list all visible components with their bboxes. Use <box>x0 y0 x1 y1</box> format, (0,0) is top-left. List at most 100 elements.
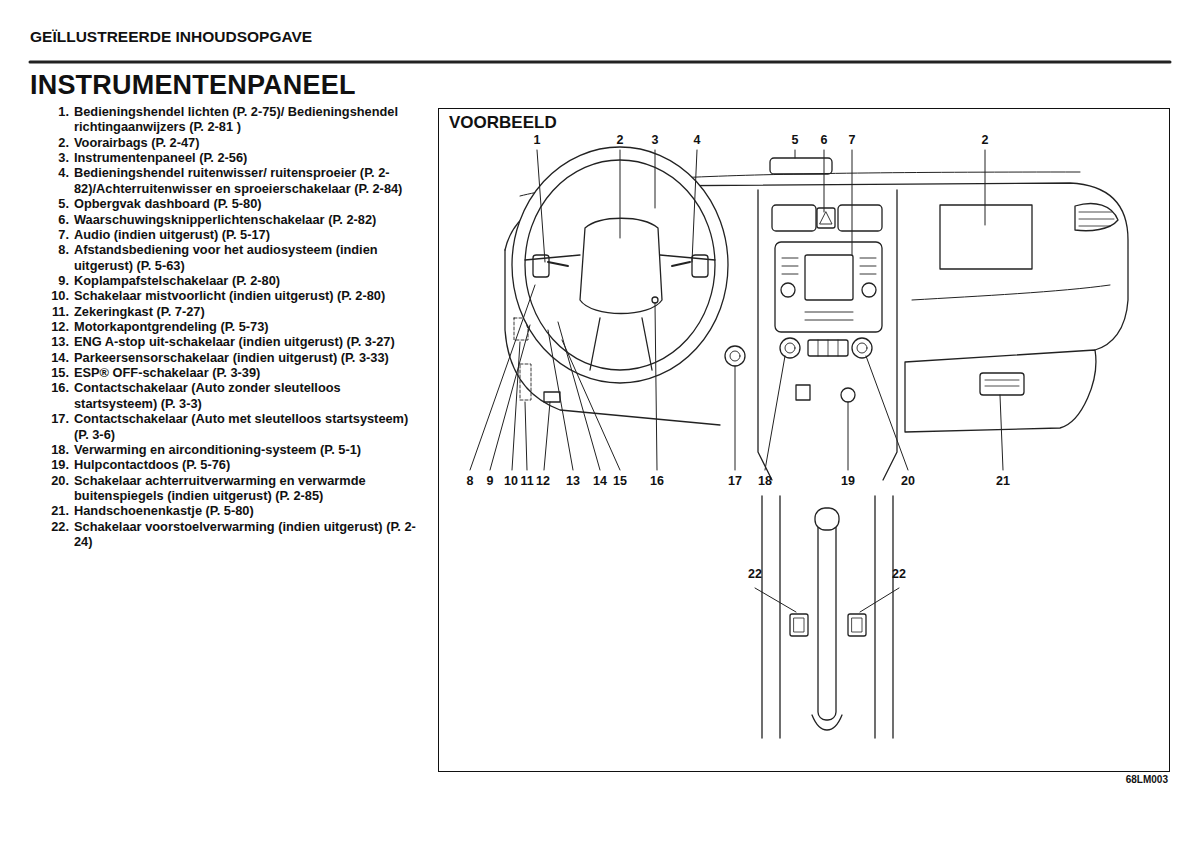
illustration-frame: VOORBEELD <box>438 108 1170 772</box>
callout-number: 4 <box>694 133 701 147</box>
item-text: Audio (indien uitgerust) (P. 5-17) <box>74 227 425 242</box>
airbag-hub <box>580 218 662 313</box>
climate-knob <box>857 343 867 353</box>
audio-unit <box>775 242 882 332</box>
climate-knob <box>780 338 800 358</box>
passenger-airbag <box>940 205 1032 269</box>
ignition-switch <box>730 351 740 361</box>
item-number: 17. <box>30 411 74 426</box>
item-number: 4. <box>30 165 74 180</box>
steering-spoke <box>525 255 715 370</box>
item-text: Schakelaar voorstoelverwarming (indien u… <box>74 519 425 550</box>
list-item: 14.Parkeersensorschakelaar (indien uitge… <box>30 350 425 365</box>
item-number: 2. <box>30 135 74 150</box>
legend-list: 1.Bedieningshendel lichten (P. 2-75)/ Be… <box>30 104 425 549</box>
key-switch <box>652 297 658 303</box>
page-title: INSTRUMENTENPANEEL <box>30 70 356 101</box>
item-number: 16. <box>30 380 74 395</box>
item-text: Motorkapontgrendeling (P. 5-73) <box>74 319 425 334</box>
center-console <box>758 190 897 480</box>
accessory-socket <box>841 388 855 402</box>
callout-number: 22 <box>892 567 906 581</box>
item-text: ENG A-stop uit-schakelaar (indien uitger… <box>74 334 425 349</box>
callout-number: 18 <box>758 474 772 488</box>
callout-number: 8 <box>467 474 474 488</box>
list-item: 3.Instrumentenpaneel (P. 2-56) <box>30 150 425 165</box>
item-text: Contactschakelaar (Auto zonder sleutello… <box>74 380 425 411</box>
item-text: Opbergvak dashboard (P. 5-80) <box>74 196 425 211</box>
wheel-buttons <box>692 255 708 277</box>
item-number: 3. <box>30 150 74 165</box>
callout-number: 19 <box>841 474 855 488</box>
item-number: 11. <box>30 304 74 319</box>
item-text: Bedieningshendel lichten (P. 2-75)/ Bedi… <box>74 104 425 135</box>
list-item: 17.Contactschakelaar (Auto met sleutello… <box>30 411 425 442</box>
air-vent <box>1079 212 1114 226</box>
list-item: 13.ENG A-stop uit-schakelaar (indien uit… <box>30 334 425 349</box>
list-item: 19.Hulpcontactdoos (P. 5-76) <box>30 457 425 472</box>
list-item: 15.ESP® OFF-schakelaar (P. 3-39) <box>30 365 425 380</box>
climate-buttons <box>818 340 838 356</box>
callout-number: 17 <box>728 474 742 488</box>
callout-number: 14 <box>593 474 607 488</box>
hood-release <box>544 392 560 402</box>
callout-number: 3 <box>652 133 659 147</box>
seat-heater-switch <box>790 614 808 636</box>
item-number: 12. <box>30 319 74 334</box>
item-text: Verwarming en airconditioning-systeem (P… <box>74 442 425 457</box>
item-text: Schakelaar mistvoorlicht (indien uitgeru… <box>74 288 425 303</box>
callout-number: 6 <box>821 133 828 147</box>
list-item: 20.Schakelaar achterruitverwarming en ve… <box>30 473 425 504</box>
figure-code: 68LM003 <box>1126 774 1168 785</box>
item-number: 5. <box>30 196 74 211</box>
leader-line <box>537 150 985 262</box>
header-rule <box>30 61 1170 64</box>
callout-number: 12 <box>536 474 550 488</box>
item-text: Zekeringkast (P. 7-27) <box>74 304 425 319</box>
item-number: 22. <box>30 519 74 534</box>
item-number: 13. <box>30 334 74 349</box>
switch <box>796 385 810 400</box>
item-number: 1. <box>30 104 74 119</box>
climate-buttons <box>808 340 848 356</box>
page-header: GEÏLLUSTREERDE INHOUDSOPGAVE <box>30 28 312 46</box>
audio-buttons <box>782 258 876 320</box>
callout-number: 5 <box>792 133 799 147</box>
item-text: Afstandsbediening voor het audiosysteem … <box>74 242 425 273</box>
seat-heater-switch <box>848 614 866 636</box>
hazard-switch <box>817 208 835 228</box>
item-text: Waarschuwingsknipperlichtenschakelaar (P… <box>74 212 425 227</box>
fuse-box <box>520 364 531 400</box>
leader-line <box>755 588 899 612</box>
list-item: 9.Koplampafstelschakelaar (P. 2-80) <box>30 273 425 288</box>
item-text: ESP® OFF-schakelaar (P. 3-39) <box>74 365 425 380</box>
handbrake-lever <box>818 520 836 720</box>
wheel-buttons <box>533 255 549 277</box>
item-number: 20. <box>30 473 74 488</box>
item-text: Bedieningshendel ruitenwisser/ ruitenspr… <box>74 165 425 196</box>
glove-box-handle <box>985 380 1019 386</box>
item-text: Handschoenenkastje (P. 5-80) <box>74 503 425 518</box>
callout-number: 21 <box>996 474 1010 488</box>
list-item: 21.Handschoenenkastje (P. 5-80) <box>30 503 425 518</box>
item-text: Instrumentenpaneel (P. 2-56) <box>74 150 425 165</box>
list-item: 22.Schakelaar voorstoelverwarming (indie… <box>30 519 425 550</box>
callout-number: 7 <box>849 133 856 147</box>
center-tunnel <box>762 496 893 738</box>
callout-number: 11 <box>520 474 533 488</box>
item-text: Hulpcontactdoos (P. 5-76) <box>74 457 425 472</box>
list-item: 7.Audio (indien uitgerust) (P. 5-17) <box>30 227 425 242</box>
callout-number: 2 <box>617 133 624 147</box>
item-text: Parkeersensorschakelaar (indien uitgerus… <box>74 350 425 365</box>
handbrake-lever <box>812 715 842 730</box>
storage-tray <box>770 158 832 174</box>
item-text: Schakelaar achterruitverwarming en verwa… <box>74 473 425 504</box>
list-item: 16.Contactschakelaar (Auto zonder sleute… <box>30 380 425 411</box>
item-text: Contactschakelaar (Auto met sleutelloos … <box>74 411 425 442</box>
item-number: 21. <box>30 503 74 518</box>
item-number: 14. <box>30 350 74 365</box>
audio-knob <box>781 283 795 297</box>
glove-box <box>905 350 1096 432</box>
glove-box-handle <box>980 373 1024 395</box>
climate-knob <box>852 338 872 358</box>
